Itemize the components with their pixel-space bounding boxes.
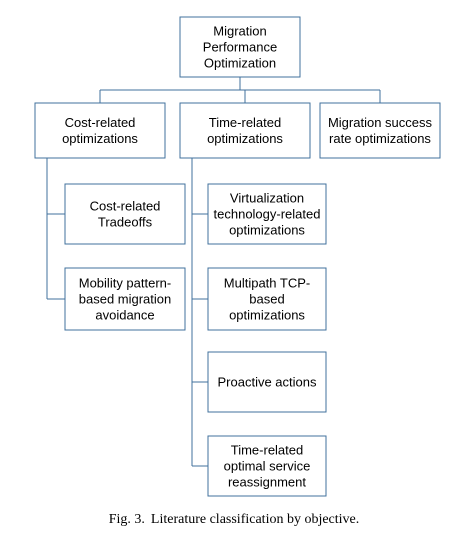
diagram-nodes: MigrationPerformanceOptimizationCost-rel…: [34, 16, 441, 497]
node-label-mobility-line-3: avoidance: [95, 308, 154, 323]
node-label-success-line-1: Migration success: [328, 115, 433, 130]
node-label-root-line-2: Performance: [203, 40, 277, 55]
node-label-root-line-3: Optimization: [204, 56, 276, 71]
node-label-proactive-line-1: Proactive actions: [218, 375, 317, 390]
node-box-cost-tradeoffs: [64, 183, 186, 245]
node-label-reassignment-line-2: optimal service: [224, 459, 311, 474]
node-label-reassignment-line-1: Time-related: [231, 443, 303, 458]
node-label-root-line-1: Migration: [213, 24, 266, 39]
node-label-mobility-line-2: based migration: [79, 292, 172, 307]
node-label-multipath-line-3: optimizations: [229, 308, 305, 323]
node-label-cost-tradeoffs-line-1: Cost-related: [90, 199, 161, 214]
node-label-reassignment-line-3: reassignment: [228, 475, 306, 490]
node-label-virtualization-line-1: Virtualization: [230, 191, 304, 206]
caption-text: Literature classification by objective.: [150, 512, 360, 527]
node-box-proactive: [207, 351, 327, 413]
node-label-time-line-1: Time-related: [209, 115, 281, 130]
node-label-mobility-line-1: Mobility pattern-: [79, 276, 171, 291]
node-box-root: [179, 16, 301, 78]
node-box-cost: [34, 102, 166, 159]
node-box-mobility: [64, 267, 186, 331]
node-label-cost-tradeoffs-line-2: Tradeoffs: [98, 215, 153, 230]
node-box-multipath: [207, 267, 327, 331]
node-virtualization: Virtualizationtechnology-relatedoptimiza…: [207, 183, 327, 245]
taxonomy-diagram: MigrationPerformanceOptimizationCost-rel…: [34, 16, 441, 497]
figure-caption: Fig. 3. Literature classification by obje…: [0, 512, 468, 528]
node-box-time: [179, 102, 311, 159]
node-box-success: [319, 102, 441, 159]
node-label-virtualization-line-3: optimizations: [229, 223, 305, 238]
diagram-connectors: [46, 77, 381, 467]
node-label-time-line-2: optimizations: [207, 131, 283, 146]
node-label-multipath-line-2: based: [249, 292, 284, 307]
node-label-success-line-2: rate optimizations: [329, 131, 431, 146]
node-box-virtualization: [207, 183, 327, 245]
node-proactive: Proactive actions: [207, 351, 327, 413]
node-box-reassignment: [207, 435, 327, 497]
node-label-cost-line-2: optimizations: [62, 131, 138, 146]
node-label-multipath-line-1: Multipath TCP-: [224, 276, 310, 291]
node-label-cost-line-1: Cost-related: [65, 115, 136, 130]
node-label-virtualization-line-2: technology-related: [214, 207, 321, 222]
figure-number: Fig. 3.: [108, 512, 145, 527]
node-mobility: Mobility pattern-based migrationavoidanc…: [64, 267, 186, 331]
